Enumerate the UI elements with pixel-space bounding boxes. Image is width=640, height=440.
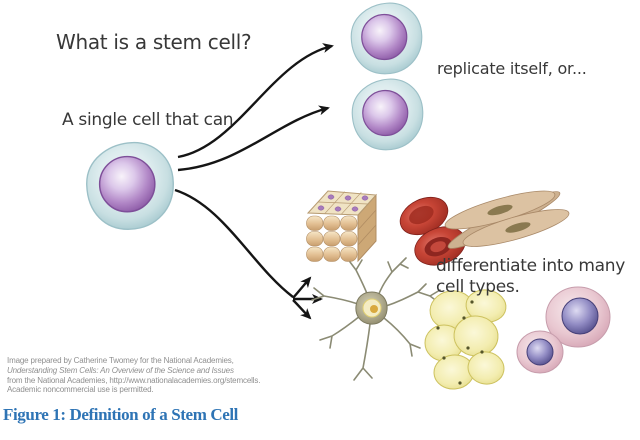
credit-line: Understanding Stem Cells: An Overview of… <box>7 365 234 375</box>
replicated-cell-top-illustration <box>350 2 423 75</box>
fat-cells-illustration <box>424 289 507 390</box>
neuron-illustration <box>311 257 441 381</box>
differentiate-arrows <box>174 188 323 320</box>
figure-caption: Figure 1: Definition of a Stem Cell <box>3 405 238 424</box>
replicate-label: replicate itself, or... <box>437 59 587 78</box>
immune-cells-illustration <box>516 286 611 374</box>
lead-in-text: A single cell that can <box>62 110 234 130</box>
muscle-cells-illustration <box>444 190 570 249</box>
differentiate-label: differentiate into many cell types. <box>436 256 626 297</box>
stem-cell-diagram-art <box>85 2 611 390</box>
question-title: What is a stem cell? <box>56 30 252 54</box>
replicate-arrows <box>177 43 334 172</box>
stem-cell-illustration <box>85 141 175 231</box>
epithelial-cells-illustration <box>306 190 378 263</box>
replicated-cell-bottom-illustration <box>351 78 424 151</box>
credit-line: Image prepared by Catherine Twomey for t… <box>7 356 234 365</box>
credit-line: from the National Academies, http://www.… <box>7 375 261 385</box>
credit-line: Academic noncommercial use is permitted. <box>7 385 154 395</box>
red-blood-cells-illustration <box>399 196 466 266</box>
image-credit: Image prepared by Catherine Twomey for t… <box>7 356 260 395</box>
